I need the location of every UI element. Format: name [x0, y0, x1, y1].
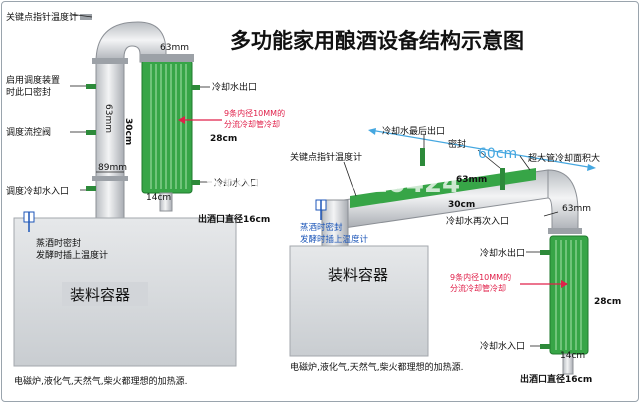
right-water-jacket — [350, 168, 536, 208]
store-watermark: Store No: 410424 — [204, 169, 460, 199]
right-base-width-label: 14cm — [560, 351, 585, 361]
left-condenser-tubes — [150, 64, 187, 189]
right-seal-label: 密封 — [448, 138, 466, 150]
left-column-pipe — [95, 59, 125, 231]
left-regulator-valve-label: 调度流控阀 — [6, 126, 51, 138]
right-large-area-label: 超大管冷却面积大 — [528, 152, 600, 164]
left-base-width-label: 14cm — [146, 193, 171, 203]
right-leader-lines — [343, 134, 559, 347]
left-heat-sources: 电磁炉,液化气,天然气,柴火都理想的加热源. — [14, 375, 187, 387]
left-length-label: 30cm — [123, 118, 133, 145]
right-water-out-port — [540, 250, 550, 255]
right-water-in-port — [540, 344, 550, 349]
left-water-out-port — [192, 85, 200, 90]
right-jacket-port-1 — [420, 148, 425, 166]
right-pipe-cm-label: 30cm — [448, 200, 475, 210]
right-seal-note-1: 蒸酒时密封 — [300, 222, 343, 233]
right-water-in-label: 冷却水入口 — [480, 340, 525, 352]
left-red-arrowhead — [178, 116, 185, 124]
left-pipe-diameter: 63mm — [160, 43, 189, 53]
right-pipe-diameter: 63mm — [456, 175, 487, 185]
right-red-arrowhead — [561, 280, 568, 288]
left-container-label-box — [62, 282, 148, 306]
right-container-label: 装料容器 — [328, 266, 388, 284]
right-tube-note-1: 9条内径10MM的 — [450, 272, 511, 282]
left-water-in-port — [192, 180, 200, 185]
right-outlet-label: 出酒口直径16cm — [520, 373, 592, 385]
left-thermometer-label: 关键点指针温度计 — [6, 11, 78, 23]
left-thermometer — [80, 14, 92, 20]
left-tube-note-2: 分流冷却管冷却 — [224, 119, 280, 129]
left-enable-port-label-1: 启用调度装置 — [6, 74, 60, 86]
right-outlet-pipe — [562, 353, 574, 375]
left-cooling-inlet-label: 调度冷却水入口 — [6, 185, 69, 197]
right-jacket-port-2 — [500, 168, 505, 190]
left-water-in-label: 冷却水入口 — [214, 177, 259, 189]
right-length-arrow-right — [587, 164, 596, 171]
right-apparatus: 冷却水最后出口 密封 60cm 超大管冷却面积大 关键点指针温度计 63mm 3… — [289, 125, 621, 385]
right-elbow-pipe — [547, 169, 579, 233]
right-length-label: 60cm — [478, 146, 517, 162]
left-tube-note-1: 9条内径10MM的 — [224, 108, 285, 118]
left-leader-lines — [69, 13, 212, 191]
left-valve-port — [86, 130, 96, 135]
right-seal-note-2: 发酵时插上温度计 — [300, 234, 369, 245]
left-seal-note-1: 蒸酒时密封 — [36, 237, 81, 249]
left-apparatus: 关键点指针温度计 63mm 启用调度装置 时此口密封 调度流控阀 63mm 30… — [6, 11, 285, 387]
left-condenser-cap — [140, 54, 194, 62]
left-container-label: 装料容器 — [70, 286, 130, 304]
right-container — [289, 245, 429, 357]
left-water-out-label: 冷却水出口 — [212, 81, 257, 93]
left-outlet-label: 出酒口直径16cm — [198, 213, 270, 225]
right-length-arrow-left — [368, 128, 376, 135]
left-height-label: 28cm — [210, 134, 237, 144]
left-seal-note-2: 发酵时插上温度计 — [36, 249, 108, 261]
left-width-label: 89mm — [98, 163, 127, 173]
left-flange-top — [92, 58, 128, 64]
right-flange — [548, 228, 582, 234]
right-water-out-label: 冷却水出口 — [480, 247, 525, 259]
right-length-dimension — [369, 129, 595, 169]
left-condenser — [141, 59, 193, 194]
right-thermometer-label: 关键点指针温度计 — [290, 151, 362, 163]
right-heat-sources: 电磁炉,液化气,天然气,柴火都理想的加热源. — [290, 361, 463, 373]
left-cool-in-port — [86, 186, 96, 191]
right-final-outlet-label: 冷却水最后出口 — [382, 125, 445, 137]
left-flange-mid — [92, 176, 128, 181]
left-outlet-pipe — [159, 192, 173, 212]
right-reentry-label: 冷却水再次入口 — [446, 215, 509, 227]
right-condenser-tubes — [555, 240, 582, 350]
diagram-title: 多功能家用酿酒设备结构示意图 — [230, 29, 524, 53]
left-pipe-inner-label: 63mm — [103, 104, 113, 133]
right-height-label: 28cm — [594, 297, 621, 307]
right-tube-note-2: 分流冷却管冷却 — [450, 283, 506, 293]
right-elbow-label: 63mm — [562, 204, 591, 214]
left-enable-port-label-2: 时此口密封 — [6, 86, 51, 98]
left-side-port — [86, 84, 96, 89]
